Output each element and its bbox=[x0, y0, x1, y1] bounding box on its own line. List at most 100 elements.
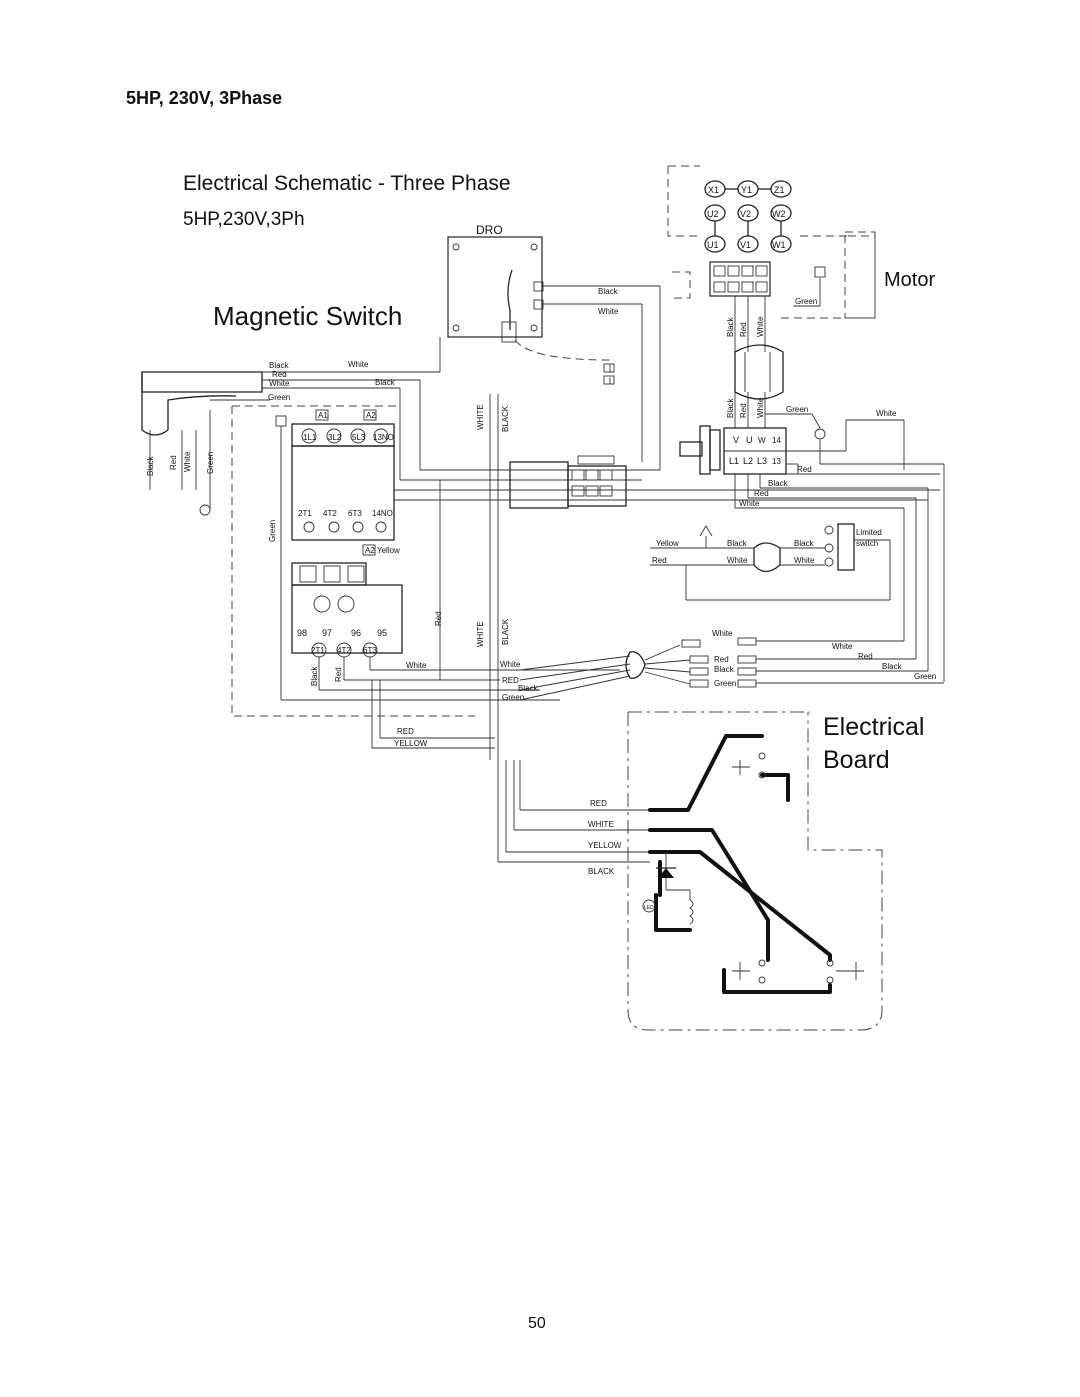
ctrl-yellow: YELLOW bbox=[394, 739, 428, 748]
ol-white-label: White bbox=[406, 661, 427, 670]
limit-white2: White bbox=[727, 556, 748, 565]
ol-black: Black bbox=[310, 665, 319, 686]
switch-lead-white: White bbox=[756, 397, 765, 418]
motor-terminal-v1: V1 bbox=[740, 240, 751, 250]
coil-a2-bottom: A2 bbox=[365, 546, 375, 555]
motor-terminal-x1: X1 bbox=[708, 185, 719, 195]
dro-label: DRO bbox=[476, 223, 503, 237]
switch-terminal-l1: L1 bbox=[729, 456, 739, 466]
motor-terminal-v2: V2 bbox=[740, 209, 751, 219]
coil-icon bbox=[689, 899, 694, 925]
vert-black-1: BLACK bbox=[501, 405, 510, 432]
limited-switch-label-1: Limited bbox=[856, 528, 882, 537]
cb-white: White bbox=[712, 629, 733, 638]
dro-white: White bbox=[598, 307, 619, 316]
motor-connector bbox=[709, 261, 771, 297]
board-black: BLACK bbox=[588, 867, 615, 876]
board-white: WHITE bbox=[588, 820, 614, 829]
page-heading: 5HP, 230V, 3Phase bbox=[126, 88, 283, 108]
motor-ground-icon bbox=[814, 266, 826, 278]
schematic-subtitle: 5HP,230V,3Ph bbox=[183, 209, 305, 230]
motor-cable bbox=[734, 344, 784, 400]
switch-terminal-v: V bbox=[733, 435, 739, 445]
motor-lead-red: Red bbox=[739, 322, 748, 337]
motor-terminal-block: X1 Y1 Z1 U2 V2 W2 U1 V1 W1 bbox=[704, 180, 792, 253]
contactor-6t3: 6T3 bbox=[348, 509, 362, 518]
switch-white-out: White bbox=[876, 409, 897, 418]
input-black: Black bbox=[146, 455, 155, 476]
cb-green-r: Green bbox=[914, 672, 936, 681]
electrical-board-label-2: Board bbox=[823, 746, 890, 774]
red-wire-label: Red bbox=[652, 556, 667, 565]
page-number: 50 bbox=[528, 1315, 546, 1332]
magnetic-switch-label: Magnetic Switch bbox=[213, 301, 402, 331]
overload-2t1: 2T1 bbox=[311, 646, 325, 655]
board-red: RED bbox=[590, 799, 607, 808]
led-icon bbox=[642, 899, 656, 913]
motor-terminal-u1: U1 bbox=[707, 240, 719, 250]
diode-icon bbox=[658, 868, 674, 878]
limit-switch: Limited switch bbox=[824, 523, 882, 571]
switch-ground-icon bbox=[814, 428, 826, 440]
contactor-1l1: 1L1 bbox=[303, 433, 317, 442]
switch-terminal-u: U bbox=[746, 435, 753, 445]
cb-black-r: Black bbox=[882, 662, 903, 671]
switch-red-out: Red bbox=[797, 465, 812, 474]
dro-box bbox=[447, 236, 543, 338]
bundle-green-label: Green bbox=[502, 693, 524, 702]
cb-red: Red bbox=[714, 655, 729, 664]
coil-yellow: Yellow bbox=[377, 546, 400, 555]
limit-white: White bbox=[794, 556, 815, 565]
input-white: White bbox=[183, 451, 192, 472]
motor-green-label: Green bbox=[795, 297, 817, 306]
board-yellow: YELLOW bbox=[588, 841, 622, 850]
limited-switch-label-2: switch bbox=[856, 539, 878, 548]
cb-white-r: White bbox=[832, 642, 853, 651]
switch-terminal-14: 14 bbox=[772, 436, 781, 445]
switch-terminal-13: 13 bbox=[772, 457, 781, 466]
limit-black2: Black bbox=[727, 539, 748, 548]
coil-a2: A2 bbox=[366, 411, 376, 420]
yellow-wire-label: Yellow bbox=[656, 539, 679, 548]
switch-white-out2: White bbox=[739, 499, 760, 508]
switch-lead-red: Red bbox=[739, 403, 748, 418]
ms-white-top: White bbox=[348, 360, 369, 369]
electrical-board-outline bbox=[627, 711, 883, 1031]
ms-red-label: Red bbox=[272, 370, 287, 379]
ms-ground-icon bbox=[275, 415, 287, 427]
input-red: Red bbox=[169, 455, 178, 470]
coil-a1: A1 bbox=[318, 411, 328, 420]
motor-terminal-y1: Y1 bbox=[741, 185, 752, 195]
overload-4t2: 4T2 bbox=[337, 646, 351, 655]
overload-97: 97 bbox=[322, 628, 332, 638]
limit-black: Black bbox=[794, 539, 815, 548]
ground-icon bbox=[199, 504, 211, 516]
motor-lead-black: Black bbox=[726, 316, 735, 337]
vert-black-2: BLACK bbox=[501, 618, 510, 645]
ms-white-label: White bbox=[269, 379, 290, 388]
cb-green: Green bbox=[714, 679, 736, 688]
cb-black: Black bbox=[714, 665, 735, 674]
overload-6t3: 6T3 bbox=[363, 646, 377, 655]
motor-terminal-w2: W2 bbox=[772, 209, 786, 219]
bundle-white-label: White bbox=[500, 660, 521, 669]
switch-terminal-w: W bbox=[758, 436, 766, 445]
switch-terminal-l2: L2 bbox=[743, 456, 753, 466]
motor-terminal-u2: U2 bbox=[707, 209, 719, 219]
vert-white-2: WHITE bbox=[476, 621, 485, 647]
input-green: Green bbox=[206, 452, 215, 474]
vert-white-1: WHITE bbox=[476, 404, 485, 430]
switch-lead-black: Black bbox=[726, 397, 735, 418]
limit-cable bbox=[753, 542, 781, 573]
contactor-4t2: 4T2 bbox=[323, 509, 337, 518]
main-power-cable bbox=[167, 395, 237, 430]
electrical-board-label-1: Electrical bbox=[823, 713, 924, 741]
ol-red: Red bbox=[334, 667, 343, 682]
overload-96: 96 bbox=[351, 628, 361, 638]
red-vert: Red bbox=[434, 611, 443, 626]
overload-relay: 98 97 96 95 2T1 4T2 6T3 bbox=[291, 562, 403, 658]
ms-black-top: Black bbox=[375, 378, 396, 387]
contactor-14no: 14NO bbox=[372, 509, 393, 518]
led-label: LED bbox=[644, 905, 654, 911]
bundle-red-label: RED bbox=[502, 676, 519, 685]
